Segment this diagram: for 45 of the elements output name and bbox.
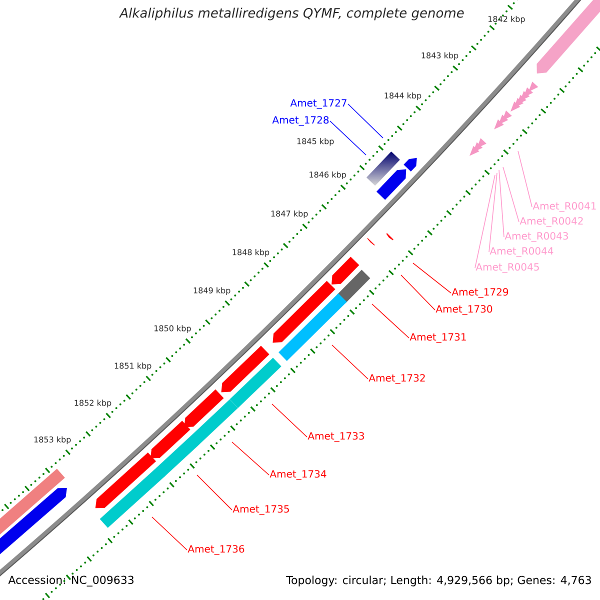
gene-label: Amet_R0043 [504,232,568,242]
gene-label: Amet_1736 [188,545,244,555]
gene-label: Amet_1729 [452,288,508,298]
scale-label: 1846 kbp [310,171,346,180]
scale-label: 1844 kbp [384,92,422,100]
footer-text: Topology: circular; Length: 4,929,566 bp; Genes: 4,763 [286,576,591,586]
leader-line [498,170,504,238]
gene-label: Amet_R0045 [476,263,539,273]
gene-label: Amet_1728 [272,116,329,126]
gene-label: Amet_R0044 [490,247,554,257]
leader-line [474,174,496,268]
scale-label: 1843 kbp [422,52,458,60]
leader-line [332,344,368,380]
gene-label: Amet_1735 [232,505,289,515]
scale-label: 1853 kbp [34,436,71,444]
gene-label: Amet_1731 [410,333,466,343]
scale-label: 1845 kbp [297,138,334,146]
leader-line [348,104,384,138]
scale-label: 1851 kbp [114,362,152,370]
leader-line [152,516,188,550]
leader-line [330,120,366,156]
footer-text: Accession: NC_009633 [8,576,134,586]
leader-line [196,474,232,510]
gene-label: Amet_1733 [308,432,364,442]
gene-label: Amet_R0042 [520,217,583,227]
title: Alkaliphilus metalliredigens QYMF, complete genome [118,8,464,20]
leader-line [372,304,410,338]
scale-label: 1848 kbp [232,249,270,257]
scale-label: 1852 kbp [74,400,112,408]
leader-line [502,166,520,222]
gene-label: Amet_R0041 [532,202,596,212]
gene-label: Amet_1727 [290,99,346,109]
gene-label: Amet_1730 [436,305,492,315]
gene-label: Amet_1732 [368,374,425,384]
scale-label: 1849 kbp [194,287,230,295]
leader-line [272,404,308,438]
scale-label: 1847 kbp [271,210,308,218]
leader-line [412,262,452,294]
gene-label: Amet_1734 [270,470,326,480]
scale-label: 1842 kbp [488,16,525,24]
leader-line [488,172,498,252]
leader-line [400,274,436,310]
leader-line [518,150,532,208]
leader-line [232,442,270,476]
scale-label: 1850 kbp [154,325,191,333]
